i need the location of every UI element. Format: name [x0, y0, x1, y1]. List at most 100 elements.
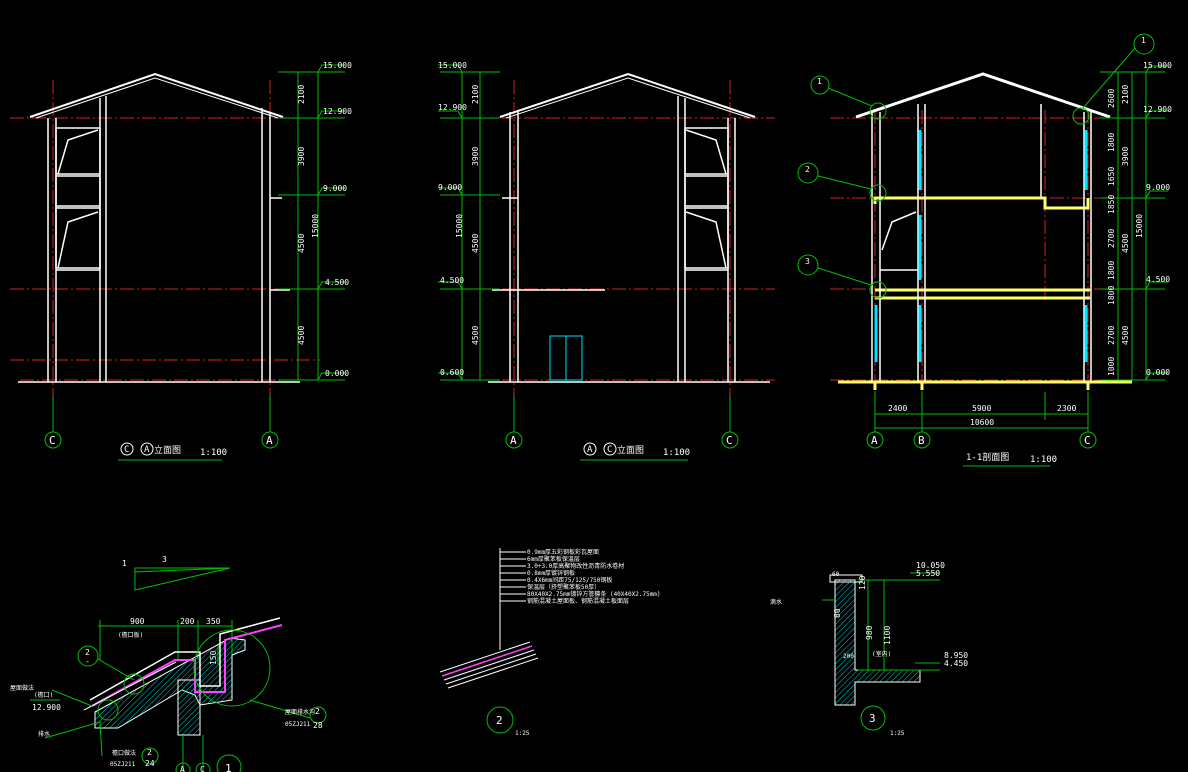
level-label: 10.050 — [916, 561, 945, 570]
axis-bubble — [913, 431, 931, 449]
level-label: 4.450 — [944, 659, 968, 668]
callout-number: - — [85, 657, 90, 666]
axis-label: A — [266, 434, 273, 447]
dimension-text: 200 — [180, 617, 195, 626]
view-scale: 1:100 — [1030, 455, 1057, 465]
view-title-axis: C — [607, 445, 612, 455]
level-label: 8.950 — [944, 651, 968, 660]
sub-dimension: 1000 — [1107, 357, 1116, 376]
detail-number: 3 — [869, 712, 876, 725]
interior-label: (室内) — [872, 650, 891, 658]
level-label: 0.600 — [440, 368, 464, 377]
view-title-axis: C — [124, 445, 129, 455]
callout-number: 28 — [313, 721, 323, 730]
detail-1-view: 1 3 900 200 350 150 (檐口板) — [10, 555, 327, 772]
eave-label: 屋面做法 — [10, 684, 34, 692]
level-label: 15.000 — [323, 61, 352, 70]
elevation-ac-view: 15.000 12.900 9.000 4.500 0.600 2100 390… — [438, 61, 775, 461]
detail-number: 2 — [496, 714, 503, 727]
dimension-text: 4500 — [297, 326, 306, 345]
bay-total: 10600 — [970, 418, 994, 427]
dimension-text: 980 — [865, 625, 874, 640]
ring-beam — [177, 679, 201, 736]
level-label: 9.000 — [1146, 183, 1170, 192]
layer-note: 钢筋混凝土屋面板、钢筋混凝土板面层 — [527, 597, 629, 605]
sub-dimension: 1800 — [1107, 286, 1116, 305]
detail-number-bubble — [216, 754, 242, 772]
level-note: (檐口) — [34, 691, 53, 699]
callout-number: 2 — [805, 165, 810, 174]
sub-dimension: 1850 — [1107, 195, 1116, 214]
view-title-axis: A — [144, 445, 150, 455]
axis-bubble — [261, 431, 279, 449]
sub-dimension: 2700 — [1107, 229, 1116, 248]
axis-label: C — [49, 434, 56, 447]
detail-callouts — [797, 33, 1155, 299]
dimension-lines — [52, 64, 345, 461]
axis-bubble — [721, 431, 739, 449]
level-label: 12.900 — [1143, 105, 1172, 114]
view-title: 1-1剖面图 — [966, 451, 1009, 463]
waterproof-layer — [91, 624, 283, 707]
building-walls — [488, 96, 770, 383]
level-label: 9.000 — [323, 184, 347, 193]
axis-label: C — [1084, 434, 1091, 447]
dimension-text: 2100 — [471, 85, 480, 104]
detail-scale: 1:25 — [890, 730, 905, 737]
callout-text: 05ZJ211 — [285, 721, 311, 728]
dimension-total: 15000 — [1135, 214, 1144, 238]
view-scale: 1:100 — [200, 448, 227, 458]
dimension-total: 15000 — [311, 214, 320, 238]
dimension-text: 80 — [833, 608, 842, 618]
detail-2-view: 0.9mm厚五彩钢板彩瓦屋面 6mm厚聚苯板保温层 3.0+3.0厚高聚物改性沥… — [439, 548, 661, 737]
dimension-text: 200 — [843, 653, 854, 660]
parapet-section — [834, 579, 921, 706]
axis-label: A — [510, 434, 517, 447]
view-title-axis: A — [587, 445, 593, 455]
roof-outline — [29, 72, 284, 118]
section-walls — [871, 104, 1092, 382]
sub-dimension: 2600 — [1107, 89, 1116, 108]
dimension-text: 3900 — [297, 147, 306, 166]
callout-text: 05ZJ211 — [110, 761, 136, 768]
slope-value: 3 — [162, 555, 167, 564]
layer-note: 6mm厚聚苯板保温层 — [527, 555, 580, 563]
roof-section — [855, 72, 1111, 119]
level-label: 0.000 — [325, 369, 349, 378]
axis-bubble — [175, 762, 191, 772]
axis-bubble — [44, 431, 62, 449]
layer-note: 0.9mm厚五彩钢板彩瓦屋面 — [527, 548, 599, 556]
detail-number-bubble — [860, 705, 886, 731]
layer-note: 0.4X6mm间距75/125/750钢板 — [527, 576, 612, 584]
axis-bubble — [1079, 431, 1097, 449]
level-label: 0.000 — [1146, 368, 1170, 377]
glazing — [874, 130, 1088, 362]
bay-dimension: 2300 — [1057, 404, 1076, 413]
level-label: 4.500 — [1146, 275, 1170, 284]
callout-text: 屋面排水沟 — [285, 708, 315, 716]
floor-slabs — [838, 196, 1132, 390]
level-label: 9.000 — [438, 183, 462, 192]
axis-bubble — [505, 431, 523, 449]
dimension-text: 3900 — [1121, 147, 1130, 166]
axis-label: A — [871, 434, 878, 447]
detail-3-view: 60 120 980 1100 80 200 (室内) 10.050 5.550… — [770, 561, 968, 737]
bay-dimension: 5900 — [972, 404, 991, 413]
level-label: 4.500 — [440, 276, 464, 285]
level-label: 4.500 — [325, 278, 349, 287]
dimension-text: 4500 — [471, 234, 480, 253]
building-walls — [18, 96, 300, 383]
view-title: 立面图 — [617, 444, 644, 456]
roof-outline — [499, 72, 756, 118]
view-scale: 1:100 — [663, 448, 690, 458]
level-label: 12.900 — [438, 103, 467, 112]
dimension-text: 1100 — [883, 626, 892, 645]
drip-label: 滴水 — [770, 598, 782, 606]
callout-number: 1 — [1141, 36, 1146, 45]
sub-dimension: 2700 — [1107, 326, 1116, 345]
dimension-text: 900 — [130, 617, 145, 626]
level-label: 15.000 — [438, 61, 467, 70]
callout-number: 2 — [315, 707, 320, 716]
callout-number: 3 — [805, 257, 810, 266]
